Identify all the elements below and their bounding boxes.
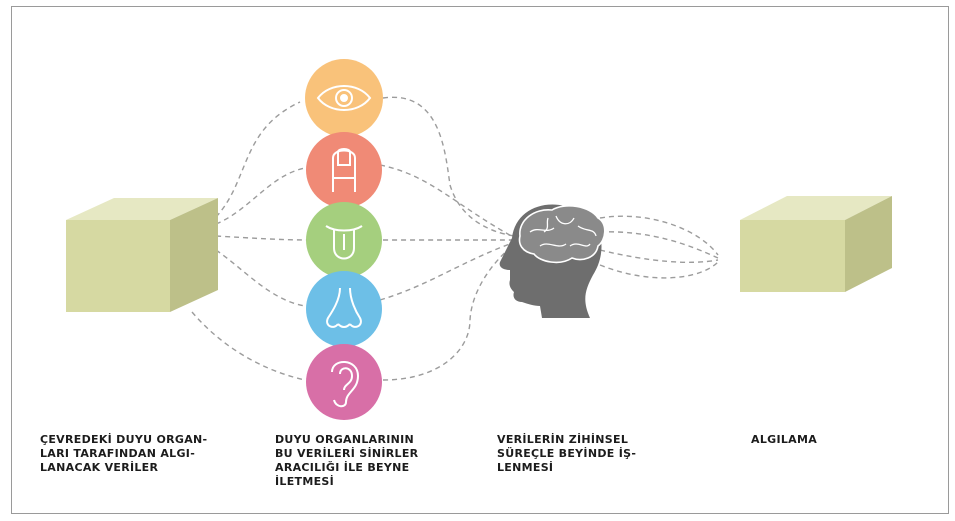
brain-icon <box>518 205 606 264</box>
nose-icon <box>326 287 362 328</box>
diagram-frame <box>11 6 949 514</box>
caption-perception: ALGILAMA <box>751 433 818 446</box>
connection-brain-output-4 <box>599 261 719 279</box>
box-top <box>66 198 218 220</box>
sense-ear <box>306 344 382 420</box>
connection-eye-brain <box>382 96 516 237</box>
sense-nose <box>306 271 382 347</box>
connection-brain-output-2 <box>599 231 719 259</box>
box-side <box>845 196 892 292</box>
connection-box-finger <box>215 167 306 225</box>
head-with-brain <box>499 204 606 318</box>
caption-sense-transmission: DUYU ORGANLARININ BU VERİLERİ SİNİRLER A… <box>275 433 419 488</box>
sense-tongue <box>306 202 382 278</box>
caption-environment-data: ÇEVREDEKİ DUYU ORGAN- LARI TARAFINDAN AL… <box>40 433 208 474</box>
connection-finger-brain <box>379 164 516 239</box>
connection-nose-brain <box>379 241 516 301</box>
connection-box-eye <box>215 101 301 218</box>
connection-brain-output-1 <box>599 215 719 256</box>
connection-brain-output-3 <box>599 249 719 263</box>
caption-brain-processing: VERİLERİN ZİHİNSEL SÜREÇLE BEYİNDE İŞ- L… <box>497 433 637 474</box>
connection-box-tongue <box>215 235 311 241</box>
box-side <box>170 198 218 312</box>
box-top <box>740 196 892 220</box>
environment-data-box <box>66 198 218 312</box>
box-front <box>66 220 170 312</box>
tongue-icon <box>325 225 363 260</box>
eye-icon <box>316 85 372 111</box>
connection-box-ear <box>191 311 306 381</box>
ear-icon <box>331 361 360 408</box>
sense-finger <box>306 132 382 208</box>
connection-ear-brain <box>382 243 516 381</box>
connection-box-nose <box>215 249 306 307</box>
connections-input <box>191 101 311 381</box>
perception-box <box>740 196 892 292</box>
sense-eye <box>305 59 383 137</box>
box-front <box>740 220 845 292</box>
sense-organs <box>305 59 383 420</box>
connections-to-output <box>599 215 719 279</box>
connections-to-brain <box>379 96 516 381</box>
finger-icon <box>332 148 356 192</box>
